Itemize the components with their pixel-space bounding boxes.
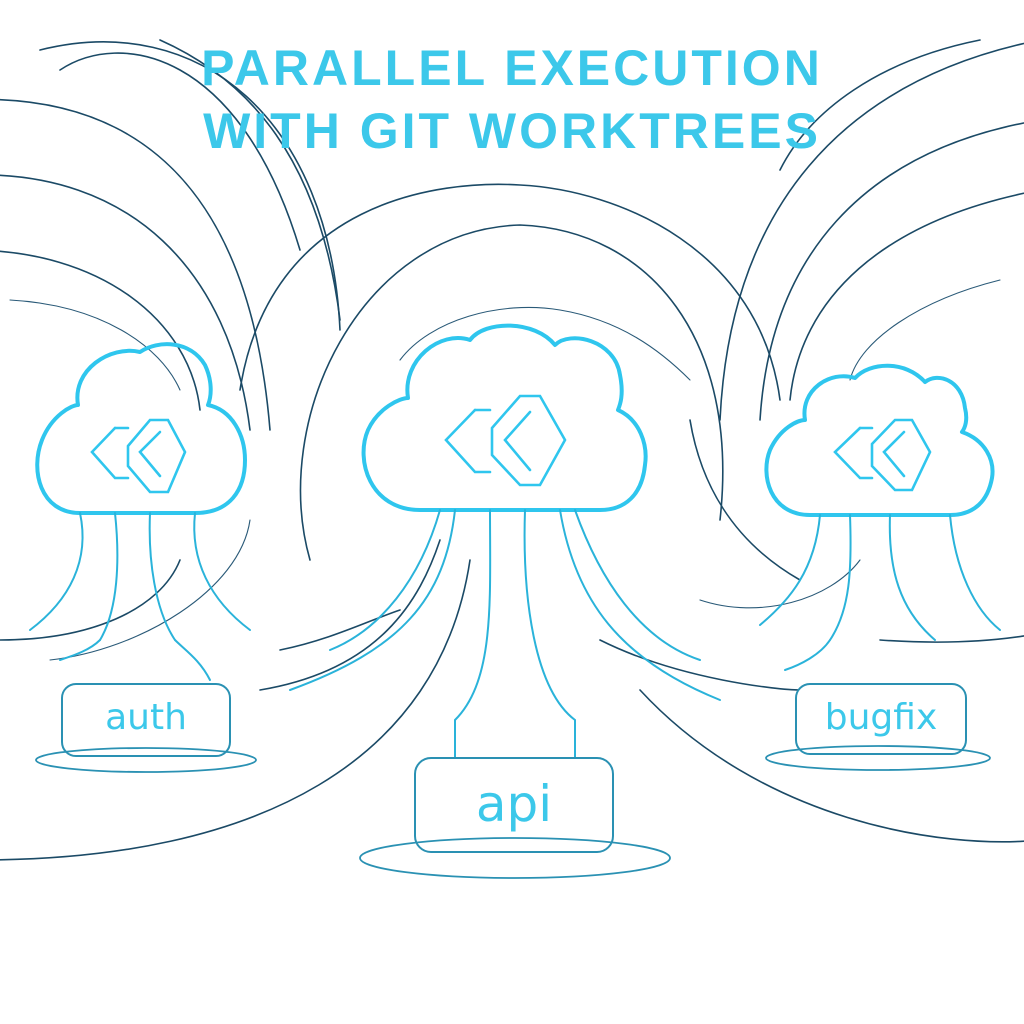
worktree-chevron-icon [444, 394, 567, 487]
cloud-icon [361, 323, 648, 512]
worktree-box-bugfix [795, 683, 967, 755]
cloud-icon [764, 363, 995, 517]
worktree-base-bugfix [765, 745, 991, 771]
worktree-base-auth [35, 747, 257, 773]
worktree-bugfix [759, 363, 1001, 771]
cloud-icon [35, 342, 247, 515]
worktree-label-api: api [475, 775, 553, 833]
worktree-label-auth: auth [105, 697, 187, 738]
tree-roots [759, 514, 1001, 671]
worktree-chevron-icon [90, 418, 187, 494]
tree-roots [29, 512, 251, 681]
worktree-auth [29, 342, 257, 773]
tree-roots [289, 509, 721, 759]
background-arcs [0, 39, 1024, 861]
worktree-base-api [359, 837, 671, 879]
worktree-box-api [414, 757, 614, 853]
worktree-api [289, 323, 721, 879]
worktree-chevron-icon [833, 418, 932, 492]
worktree-box-auth [61, 683, 231, 757]
worktree-label-bugfix: bugfix [824, 697, 938, 738]
diagram-title-line1: PARALLEL EXECUTION [201, 40, 823, 96]
diagram-title-line2: WITH GIT WORKTREES [203, 103, 821, 159]
